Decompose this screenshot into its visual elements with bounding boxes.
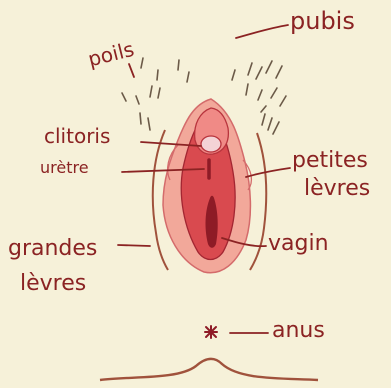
label-grandes-levres-line1: grandes (8, 238, 97, 260)
label-clitoris: clitoris (44, 126, 110, 146)
label-pubis: pubis (290, 9, 355, 33)
label-petites-levres-line2: lèvres (304, 178, 370, 200)
label-uretre: urètre (40, 160, 89, 176)
anus-mark (205, 326, 217, 338)
label-vagin: vagin (268, 233, 329, 255)
label-petites-levres-line1: petites (292, 150, 368, 172)
outer-contour-right (250, 133, 266, 270)
clitoris-glans (201, 136, 221, 152)
buttocks-curve (100, 359, 318, 380)
label-grandes-levres-line2: lèvres (20, 273, 86, 295)
label-anus: anus (272, 320, 325, 342)
